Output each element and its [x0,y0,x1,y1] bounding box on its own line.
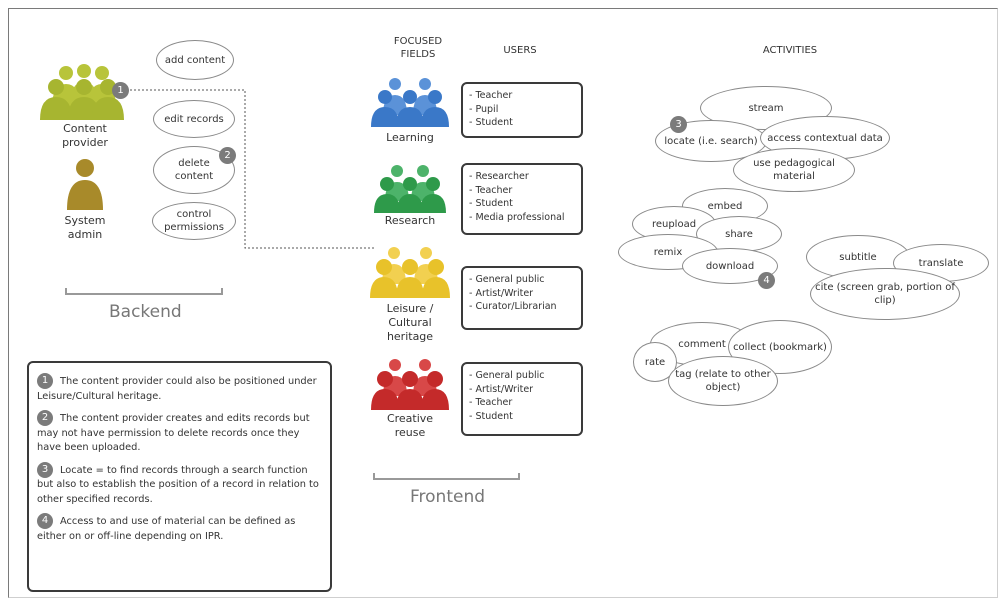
field-leisure-label: Leisure / Cultural heritage [386,302,434,343]
action-control-permissions: control permissions [152,202,236,240]
research-people-icon [374,165,446,213]
note-number: 4 [37,513,53,529]
diagram-frame [8,8,998,598]
leisure-users-box: - General public - Artist/Writer - Curat… [461,266,583,330]
user-item: - Student [469,410,513,422]
field-learning-label: Learning [386,131,434,144]
action-add-content: add content [156,40,234,80]
system-admin-icon [67,159,103,210]
activity-cite: cite (screen grab, portion of clip) [810,268,960,320]
user-item: - Student [469,117,513,128]
user-item: - Artist/Writer [469,383,534,395]
note-text: The content provider could also be posit… [37,376,317,402]
user-item: - Teacher [469,397,513,408]
user-item: - Curator/Librarian [469,301,557,312]
note-text: The content provider creates and edits r… [37,413,310,453]
user-item: - General public [469,370,545,381]
learning-people-icon [371,78,449,127]
field-creative-reuse-label: Creative reuse [386,412,434,439]
content-provider-icon [40,64,124,120]
field-research-label: Research [384,214,436,227]
badge-3: 3 [670,116,687,133]
activity-share: share [696,216,782,252]
creative-reuse-people-icon [371,359,449,410]
note-text: Locate = to find records through a searc… [37,464,319,505]
user-item: - Pupil [469,103,499,115]
user-item: - Artist/Writer [469,287,534,299]
note-number: 2 [37,410,53,426]
user-item: - Teacher [469,184,513,196]
user-item: - Student [469,198,513,209]
frontend-title: Frontend [410,487,486,507]
backend-brace [65,288,223,295]
activities-header: ACTIVITIES [762,45,818,56]
frontend-brace [373,473,520,480]
backend-title: Backend [109,302,182,322]
system-admin-label: System admin [64,214,106,241]
badge-1: 1 [112,82,129,99]
users-header: USERS [503,45,537,56]
creative-reuse-users-box: - General public - Artist/Writer - Teach… [461,362,583,436]
user-item: - Teacher [469,90,513,101]
focused-fields-header: FOCUSED FIELDS [393,36,443,60]
user-item: - Media professional [469,211,565,223]
user-item: - General public [469,274,545,285]
user-item: - Researcher [469,171,529,182]
content-provider-label: Content provider [62,122,108,149]
activity-use-pedagogical-material: use pedagogical material [733,148,855,192]
activity-tag: tag (relate to other object) [668,356,778,406]
badge-4: 4 [758,272,775,289]
research-users-box: - Researcher - Teacher - Student - Media… [461,163,583,235]
action-edit-records: edit records [153,100,235,138]
note-text: Access to and use of material can be def… [37,516,296,542]
note-number: 3 [37,461,53,478]
leisure-people-icon [370,247,450,298]
note-number: 1 [37,373,53,389]
badge-2: 2 [219,147,236,164]
learning-users-box: - Teacher - Pupil - Student [461,82,583,138]
